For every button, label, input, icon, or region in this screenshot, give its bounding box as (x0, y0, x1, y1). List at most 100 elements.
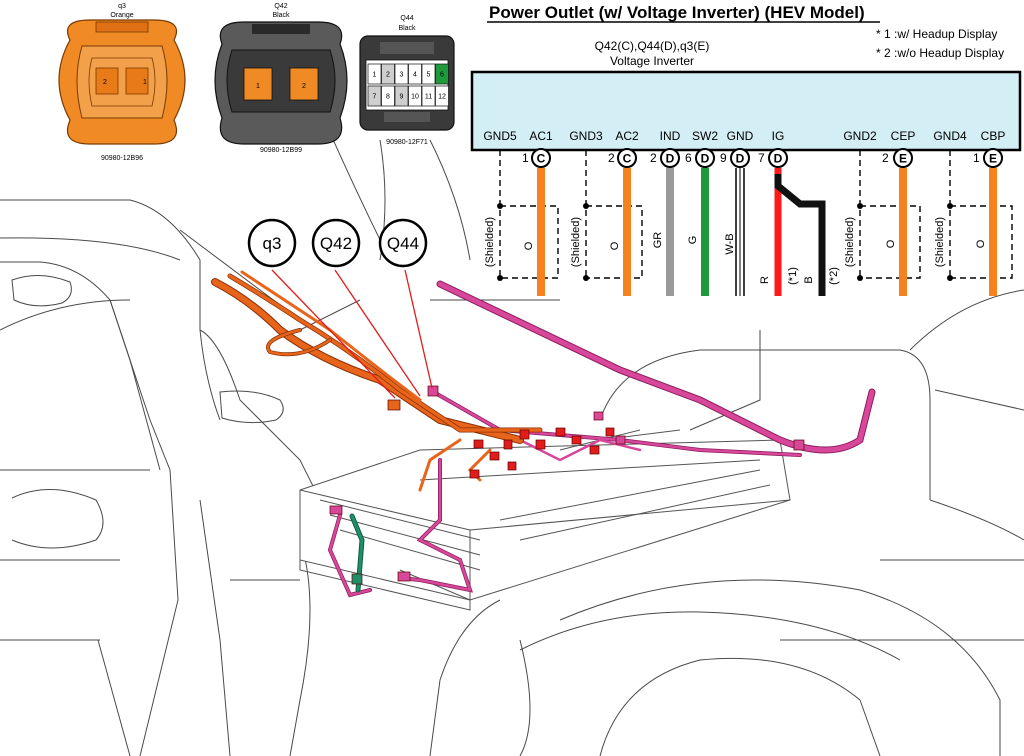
q44-pin-label: 10 (411, 94, 419, 101)
wire-label: G (687, 236, 699, 245)
terminal-gnd5: GND5 (483, 129, 517, 143)
callout-label: Q44 (387, 234, 419, 253)
pin-number: 2 (882, 151, 889, 165)
connector-view-q42: Q42 Black 1 2 90980-12B99 (214, 3, 348, 154)
connector-letter: C (623, 152, 632, 166)
shielded-label: (Shielded) (934, 217, 946, 267)
voltage-inverter-box[interactable] (470, 70, 1022, 152)
wire-labels: O O GR G W-B R (*1) B (*2) O O (Shielded… (484, 217, 987, 285)
shielded-label: (Shielded) (570, 217, 582, 267)
shield-dots (497, 203, 953, 281)
q44-pin-cell (421, 85, 436, 107)
callout-label: Q42 (320, 234, 352, 253)
note-1: * 1 :w/ Headup Display (876, 27, 997, 41)
connector-view-q3: q3 Orange 2 1 90980-12B96 (58, 3, 186, 162)
connector-letter: D (701, 152, 710, 166)
q44-pin-cell (394, 63, 409, 85)
callout-q3[interactable]: q3 (247, 218, 297, 268)
q44-pin-cell (367, 63, 382, 85)
component-connectors: Q42(C),Q44(D),q3(E) (595, 39, 710, 53)
part-number: 90980-12F71 (386, 139, 428, 146)
component-name: Voltage Inverter (610, 54, 694, 68)
wire-note: (*1) (787, 267, 799, 285)
shielded-label: (Shielded) (844, 217, 856, 267)
vehicle-outline (0, 39, 1024, 756)
wire-label: O (609, 241, 621, 250)
connector-code: Q42 (274, 3, 287, 10)
pin-number: 7 (758, 151, 765, 165)
terminal-ind: IND (660, 129, 681, 143)
callout-q42[interactable]: Q42 (311, 218, 361, 268)
callout-label: q3 (263, 234, 282, 253)
connector-color: Black (398, 25, 416, 32)
pin-number: 1 (522, 151, 529, 165)
terminal-labels: GND5 AC1 GND3 AC2 IND SW2 GND IG GND2 CE… (483, 129, 1005, 143)
q44-pin-cell (408, 85, 422, 107)
callout-q44[interactable]: Q44 (378, 218, 428, 268)
battery-pack (299, 429, 791, 611)
q44-pin-label: 6 (440, 72, 444, 79)
connector-color: Orange (110, 12, 133, 19)
pin-markers: 1 C 2 C 2 D 6 D 9 D 7 D 2 E 1 E (522, 148, 1003, 168)
green-harness (349, 513, 365, 593)
wire-ig-black (774, 174, 826, 296)
terminal-ac1: AC1 (529, 129, 553, 143)
wire-label: O (885, 239, 897, 248)
connector-letter: D (774, 152, 783, 166)
shield-boxes (499, 150, 1013, 280)
pin-number: 2 (650, 151, 657, 165)
note-2: * 2 :w/o Headup Display (876, 46, 1004, 60)
connector-letter: C (537, 152, 546, 166)
terminal-gnd3: GND3 (569, 129, 603, 143)
terminal-ac2: AC2 (615, 129, 639, 143)
wire-label: O (975, 239, 987, 248)
wire-label: B (803, 276, 815, 283)
diagram-title: Power Outlet (w/ Voltage Inverter) (HEV … (489, 3, 865, 22)
pin-label: 1 (256, 83, 260, 90)
terminal-gnd4: GND4 (933, 129, 967, 143)
harness-connectors (329, 385, 805, 585)
terminal-gnd: GND (727, 129, 754, 143)
wire-note: (*2) (828, 267, 840, 285)
shielded-label: (Shielded) (484, 217, 496, 267)
pin-label: 2 (302, 83, 306, 90)
connector-code: q3 (118, 3, 126, 10)
terminal-sw2: SW2 (692, 129, 718, 143)
q44-pin-label: 12 (438, 94, 446, 101)
schematic-wires (537, 168, 997, 296)
wire-label: GR (652, 232, 664, 249)
pin-number: 1 (973, 151, 980, 165)
q44-pin-label: 8 (386, 94, 390, 101)
q44-pin-cell (381, 85, 395, 107)
q44-pin-label: 3 (400, 72, 404, 79)
q44-pin-label: 2 (386, 72, 390, 79)
q44-pin-cell (435, 85, 449, 107)
wire-label: W-B (724, 233, 736, 254)
wire-label: R (759, 276, 771, 284)
connector-letter: D (666, 152, 675, 166)
pin-number: 2 (608, 151, 615, 165)
pin-label: 1 (143, 79, 147, 86)
q44-pin-label: 4 (413, 72, 417, 79)
q44-pin-label: 11 (425, 94, 432, 101)
callout-leaders (271, 269, 433, 399)
terminal-cep: CEP (891, 129, 916, 143)
connector-code: Q44 (400, 15, 413, 22)
pin-number: 6 (685, 151, 692, 165)
connector-color: Black (272, 12, 290, 19)
part-number: 90980-12B99 (260, 147, 302, 154)
q44-pin-label: 7 (373, 94, 377, 101)
q44-pin-label: 5 (427, 72, 431, 79)
q44-pin-cell (394, 85, 409, 107)
q44-pin-cell (435, 63, 449, 85)
connector-letter: E (899, 152, 907, 166)
terminal-cbp: CBP (981, 129, 1006, 143)
q44-pin-cell (381, 63, 395, 85)
pin-number: 9 (720, 151, 727, 165)
connector-letter: D (736, 152, 745, 166)
q44-pin-cell (367, 85, 382, 107)
part-number: 90980-12B96 (101, 155, 143, 162)
terminal-ig: IG (772, 129, 785, 143)
